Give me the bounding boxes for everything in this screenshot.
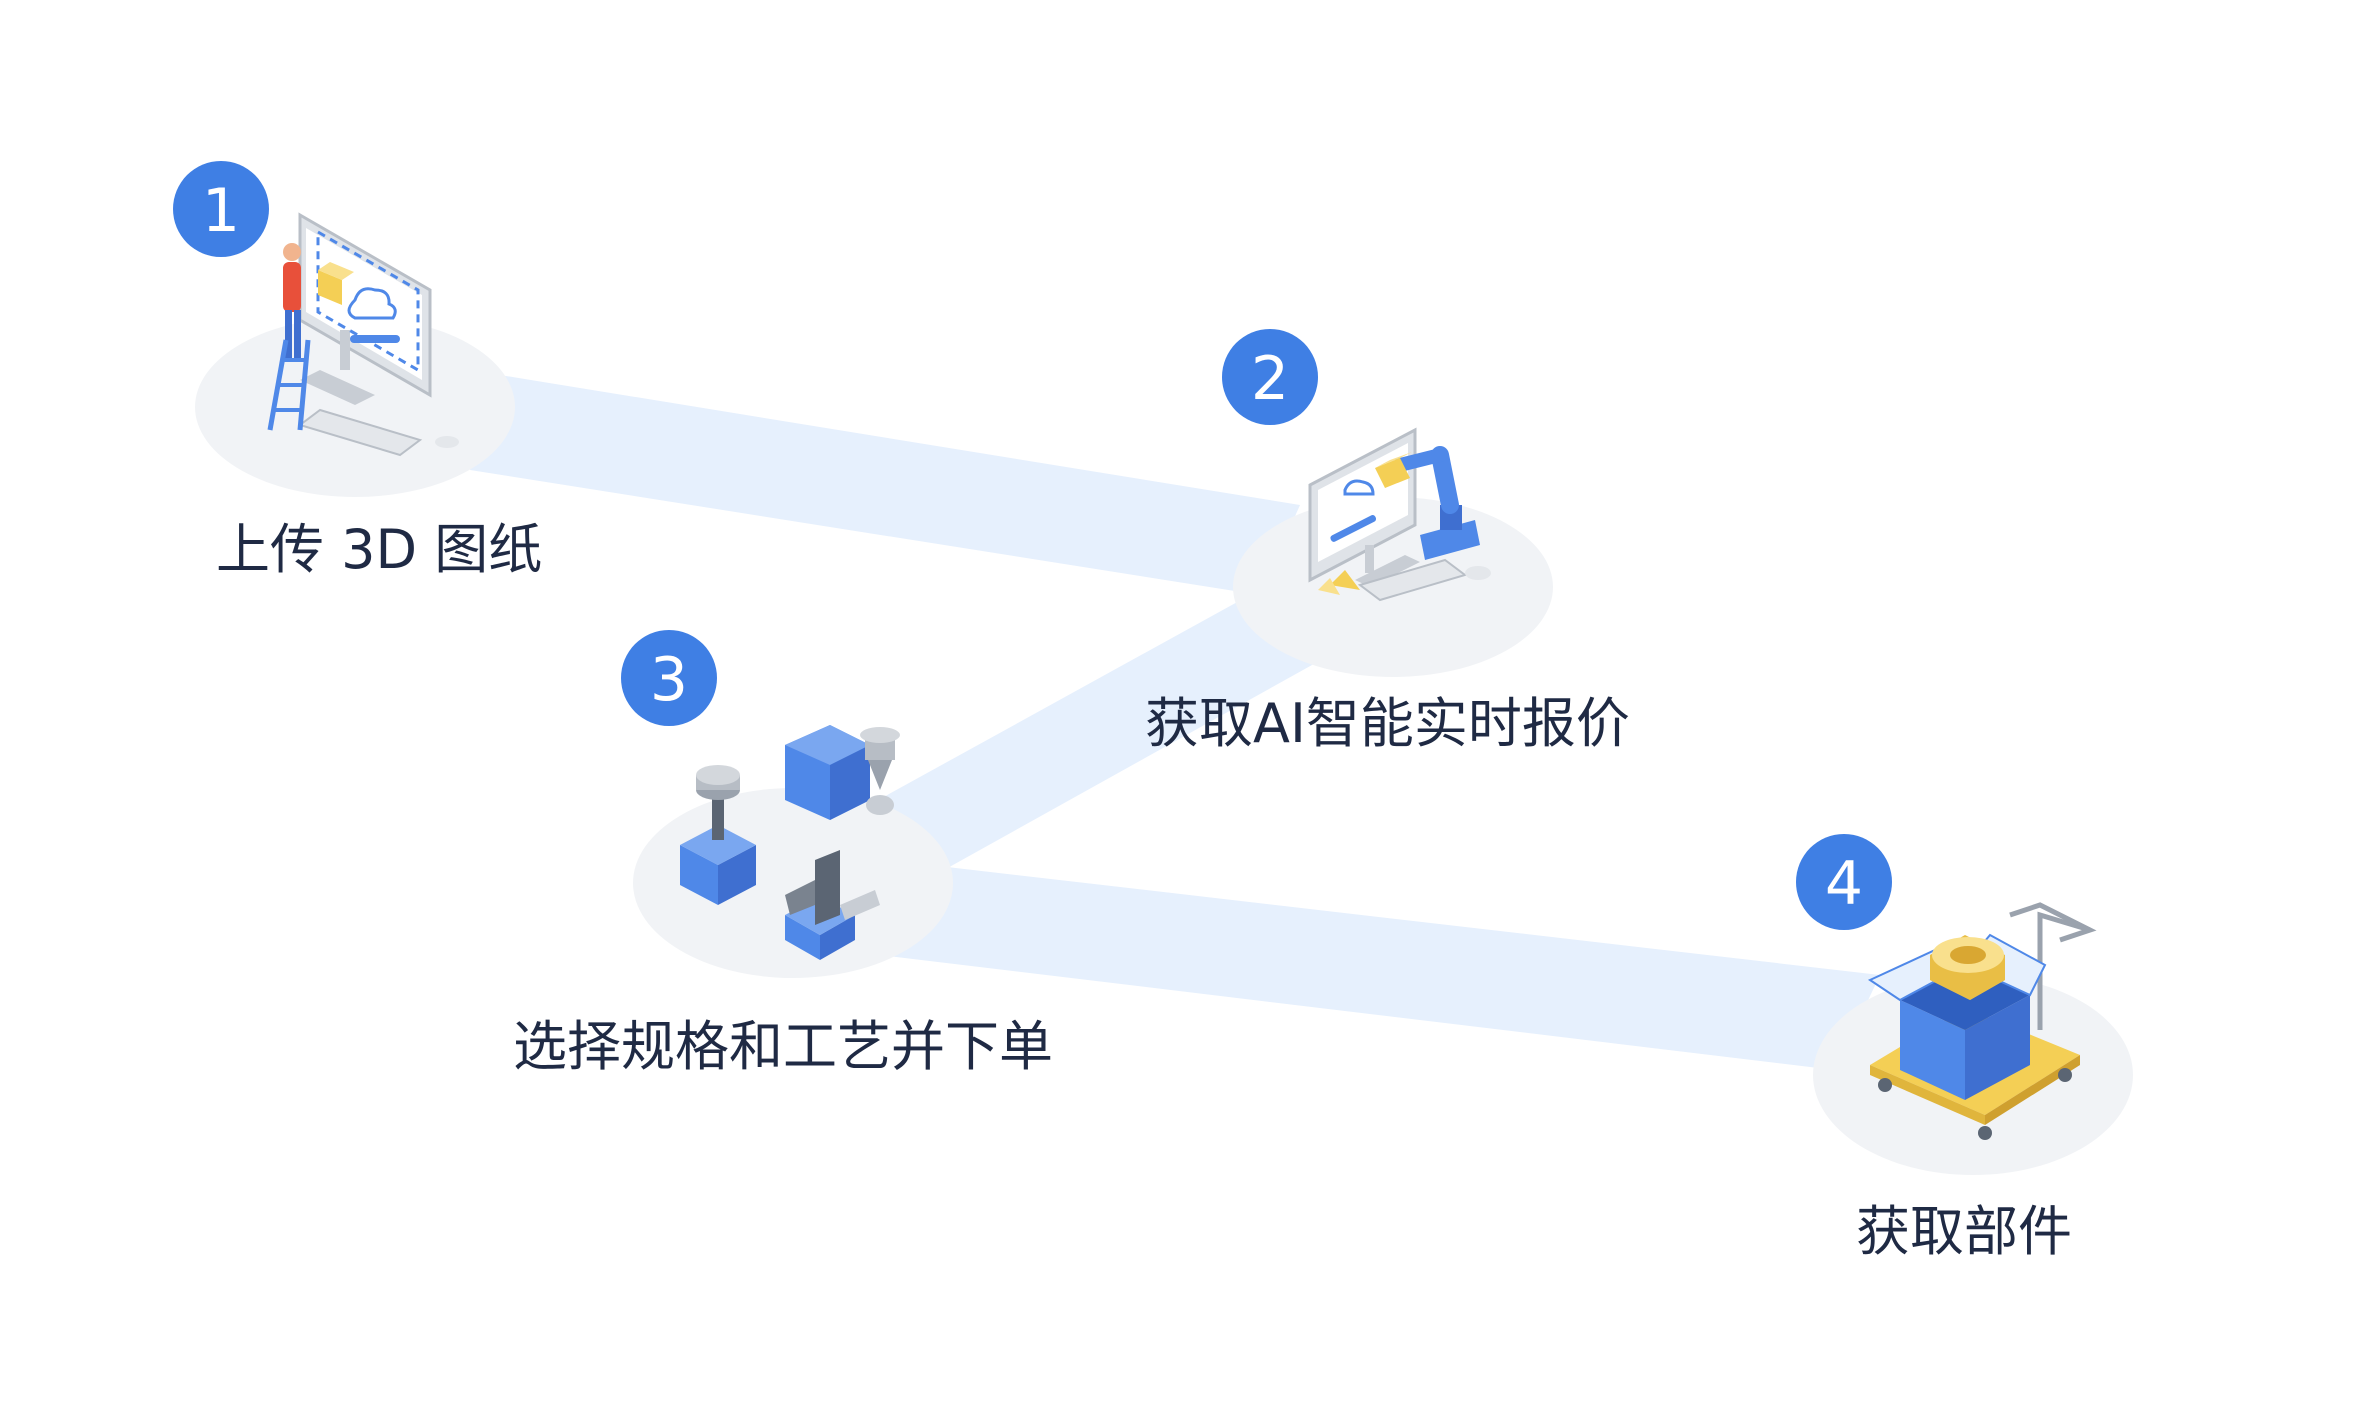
step-3-badge: 3 [621, 630, 717, 726]
step-3-label: 选择规格和工艺并下单 [513, 1015, 1053, 1078]
parts-cart-icon [1867, 902, 2097, 1140]
step-1-badge: 1 [173, 161, 269, 257]
step-1-number: 1 [202, 176, 240, 246]
step-2-label: 获取AI智能实时报价 [1145, 692, 1630, 755]
path-3-to-4 [880, 865, 1880, 1070]
path-1-to-2 [470, 375, 1300, 595]
path-2-to-3 [860, 595, 1330, 875]
step-3-number: 3 [650, 645, 688, 715]
robot-arm-quote-icon [1308, 427, 1491, 602]
platform-step-1 [195, 317, 515, 497]
step-4-label: 获取部件 [1856, 1200, 2072, 1263]
computer-upload-icon [267, 212, 459, 457]
step-1-label: 上传 3D 图纸 [216, 518, 542, 581]
step-4-badge: 4 [1796, 834, 1892, 930]
step-2-number: 2 [1251, 344, 1289, 414]
step-4-number: 4 [1825, 849, 1863, 919]
machining-tools-icon [680, 725, 900, 960]
step-2-badge: 2 [1222, 329, 1318, 425]
connector-paths [470, 375, 1880, 1070]
